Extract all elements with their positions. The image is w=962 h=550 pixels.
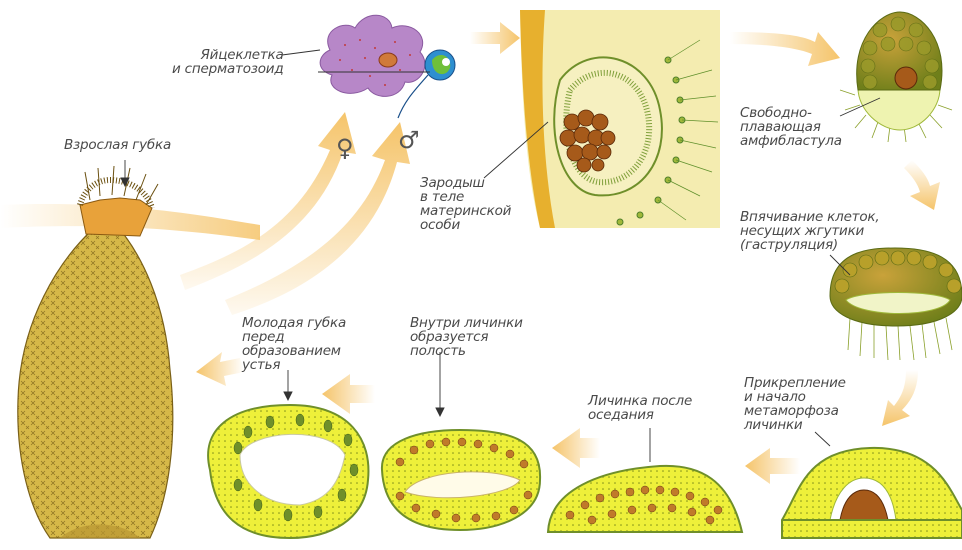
- label-gastrulation: Впячивание клеток, несущих жгутики (гаст…: [740, 209, 880, 253]
- young-sponge-illustration: [207, 403, 370, 540]
- label-cavity-forms: Внутри личинки образуется полость: [410, 315, 523, 359]
- adult-sponge-illustration: [17, 165, 174, 539]
- label-settled-larva: Личинка после оседания: [588, 393, 693, 423]
- label-adult-sponge: Взрослая губка: [64, 137, 172, 153]
- gastrulation-illustration: [829, 247, 962, 361]
- label-pointers: [120, 49, 881, 462]
- male-symbol: ♂: [398, 126, 420, 154]
- female-symbol: ♀: [336, 134, 354, 162]
- attachment-illustration: [781, 446, 962, 539]
- egg-and-sperm-illustration: [319, 14, 456, 119]
- label-embryo: Зародыш в теле материнской особи: [420, 175, 512, 233]
- label-free-swimming: Свободно- плавающая амфибластула: [740, 105, 842, 149]
- amphiblastula-illustration: [839, 11, 953, 143]
- settled-larva-illustration: [546, 464, 744, 533]
- label-attachment: Прикрепление и начало метаморфоза личинк…: [744, 375, 846, 433]
- label-young-sponge: Молодая губка перед образованием устья: [242, 315, 347, 373]
- label-egg-and-sperm: Яйцеклетка и сперматозоид: [172, 47, 284, 77]
- embryo-in-maternal-body-illustration: [520, 10, 720, 228]
- cavity-larva-illustration: [380, 428, 542, 532]
